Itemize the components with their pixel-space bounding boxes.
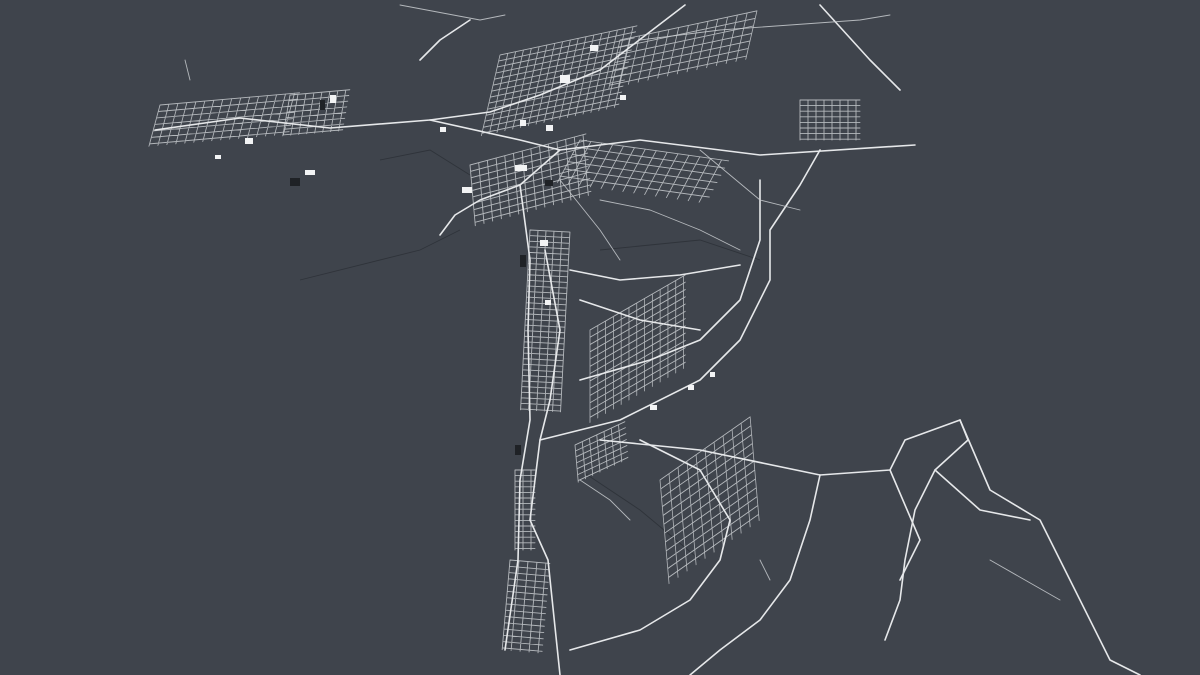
- street-grid: [557, 139, 730, 203]
- street-grids: [148, 10, 861, 654]
- dark-area: [520, 255, 526, 267]
- street-grid: [799, 99, 861, 141]
- minor-roads: [184, 4, 1061, 601]
- building: [515, 165, 527, 171]
- building: [330, 95, 336, 103]
- major-roads: [154, 4, 1141, 675]
- street-grid: [501, 559, 551, 654]
- building: [710, 372, 715, 377]
- dark-area: [545, 180, 553, 186]
- building: [546, 125, 553, 131]
- street-grid: [589, 274, 686, 423]
- building: [440, 127, 446, 132]
- dark-area: [515, 445, 521, 455]
- building: [462, 187, 472, 193]
- building: [688, 385, 694, 390]
- street-grid: [574, 421, 629, 483]
- building: [215, 155, 221, 159]
- street-grid: [469, 133, 592, 227]
- building: [590, 45, 598, 51]
- buildings: [215, 45, 715, 455]
- building: [305, 170, 315, 175]
- building: [560, 75, 570, 83]
- building: [545, 300, 551, 305]
- faint-tracks: [299, 149, 761, 561]
- dark-area: [290, 178, 300, 186]
- building: [650, 405, 657, 410]
- building: [540, 240, 548, 246]
- building: [520, 120, 526, 126]
- street-grid: [480, 25, 638, 137]
- building: [245, 138, 253, 144]
- building: [620, 95, 626, 100]
- street-grid: [659, 416, 760, 585]
- street-grid: [608, 10, 758, 89]
- street-grid: [520, 229, 571, 413]
- dark-area: [320, 100, 325, 110]
